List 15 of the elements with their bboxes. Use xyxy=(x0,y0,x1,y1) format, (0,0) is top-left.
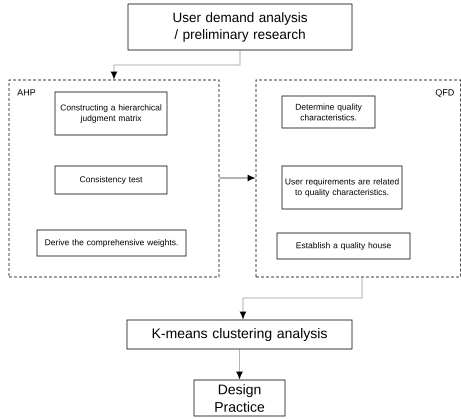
group-title: AHP xyxy=(17,89,36,96)
process-box: Design Practice xyxy=(194,380,286,416)
process-box: Constructing a hierarchical judgment matrix xyxy=(54,92,168,136)
arrow xyxy=(110,50,240,79)
process-box: K-means clustering analysis xyxy=(126,320,352,350)
process-box: Determine quality characteristics. xyxy=(282,96,376,128)
process-box: User requirements are related to quality characteristics. xyxy=(282,166,402,210)
arrow xyxy=(218,174,255,182)
process-box: User demand analysis / preliminary research xyxy=(128,4,352,50)
process-box: Establish a quality house xyxy=(276,232,410,260)
arrow xyxy=(236,348,243,379)
process-box: Derive the comprehensive weights. xyxy=(36,230,186,256)
group-title: QFD xyxy=(436,89,454,98)
process-box: Consistency test xyxy=(54,166,168,194)
arrow xyxy=(240,276,362,319)
